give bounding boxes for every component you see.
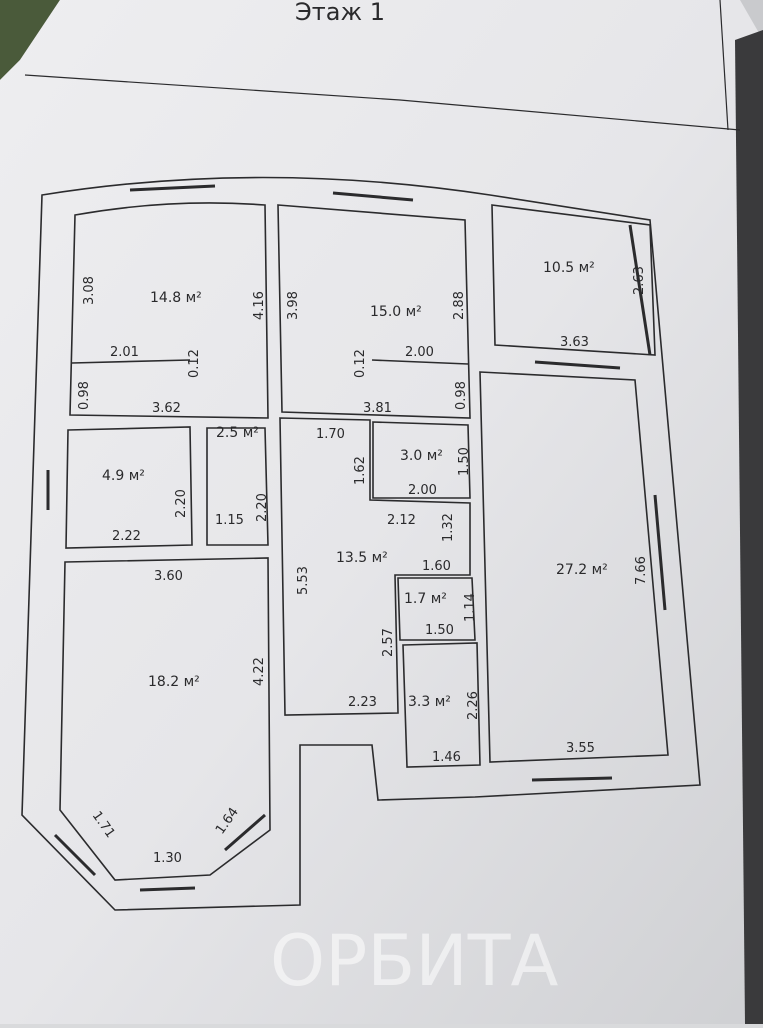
dimension: 2.88 xyxy=(452,291,467,320)
room-area: 3.0 м² xyxy=(400,448,443,464)
dimension: 3.55 xyxy=(566,741,595,756)
dimension: 7.66 xyxy=(634,556,649,585)
dimension: 0.12 xyxy=(187,349,202,378)
window xyxy=(531,776,613,782)
room-area: 2.5 м² xyxy=(216,425,259,441)
room-4-9 xyxy=(65,426,193,549)
room-area: 13.5 м² xyxy=(336,550,388,566)
room-living xyxy=(479,371,669,763)
room-area: 1.7 м² xyxy=(404,591,447,607)
window xyxy=(534,360,621,370)
room-storage xyxy=(402,642,481,768)
dimension: 1.30 xyxy=(153,851,182,866)
dimension: 0.98 xyxy=(77,381,92,410)
outer-wall xyxy=(21,176,701,911)
dimension: 2.20 xyxy=(174,489,189,518)
dimension: 4.22 xyxy=(252,657,267,686)
table-corner xyxy=(0,0,60,80)
dimension: 1.32 xyxy=(441,513,456,542)
dimension: 2.01 xyxy=(110,345,139,360)
dimension: 0.98 xyxy=(454,381,469,410)
window xyxy=(628,224,652,356)
dimension: 2.12 xyxy=(387,513,416,528)
room-corridor xyxy=(279,417,471,716)
window xyxy=(129,184,216,192)
watermark: ОРБИТА xyxy=(270,920,558,1002)
dimension: 2.63 xyxy=(632,266,647,295)
room-area: 10.5 м² xyxy=(543,260,595,276)
dimension: 3.60 xyxy=(154,569,183,584)
room-10-5 xyxy=(491,204,656,356)
room-area: 18.2 м² xyxy=(148,674,200,690)
title-frame-line xyxy=(719,0,729,131)
dimension: 2.00 xyxy=(408,483,437,498)
room-18-2 xyxy=(59,557,271,881)
binder-edge xyxy=(735,30,763,1024)
dimension: 1.14 xyxy=(463,593,478,622)
dimension: 4.16 xyxy=(252,291,267,320)
room-bedroom-1 xyxy=(69,202,269,419)
window xyxy=(653,494,667,611)
room-area: 4.9 м² xyxy=(102,468,145,484)
dimension: 0.12 xyxy=(353,349,368,378)
floor-title: Этаж 1 xyxy=(295,0,385,26)
window xyxy=(139,886,196,892)
room-area: 14.8 м² xyxy=(150,290,202,306)
dimension: 1.62 xyxy=(353,456,368,485)
dimension: 1.60 xyxy=(422,559,451,574)
dimension: 3.63 xyxy=(560,335,589,350)
room-area: 15.0 м² xyxy=(370,304,422,320)
room-bedroom-2 xyxy=(277,204,471,419)
dimension: 5.53 xyxy=(296,566,311,595)
dimension: 2.26 xyxy=(466,691,481,720)
dimension: 1.50 xyxy=(425,623,454,638)
dimension: 1.46 xyxy=(432,750,461,765)
window xyxy=(332,191,414,202)
dimension: 3.98 xyxy=(286,291,301,320)
dimension: 2.57 xyxy=(381,628,396,657)
title-frame-line xyxy=(24,74,741,131)
room-area: 27.2 м² xyxy=(556,562,608,578)
dimension: 1.70 xyxy=(316,427,345,442)
room-wc xyxy=(397,577,476,641)
room-bath xyxy=(372,421,471,499)
dimension: 3.62 xyxy=(152,401,181,416)
dimension: 2.00 xyxy=(405,345,434,360)
partition xyxy=(371,359,469,365)
window xyxy=(53,833,97,877)
dimension: 2.22 xyxy=(112,529,141,544)
dimension: 3.08 xyxy=(82,276,97,305)
dimension: 2.23 xyxy=(348,695,377,710)
room-hall xyxy=(206,427,269,546)
window xyxy=(224,813,266,852)
room-area: 3.3 м² xyxy=(408,694,451,710)
partition xyxy=(71,359,191,364)
dimension: 1.50 xyxy=(457,447,472,476)
dimension: 3.81 xyxy=(363,401,392,416)
dimension: 2.20 xyxy=(255,493,270,522)
dimension: 1.15 xyxy=(215,513,244,528)
